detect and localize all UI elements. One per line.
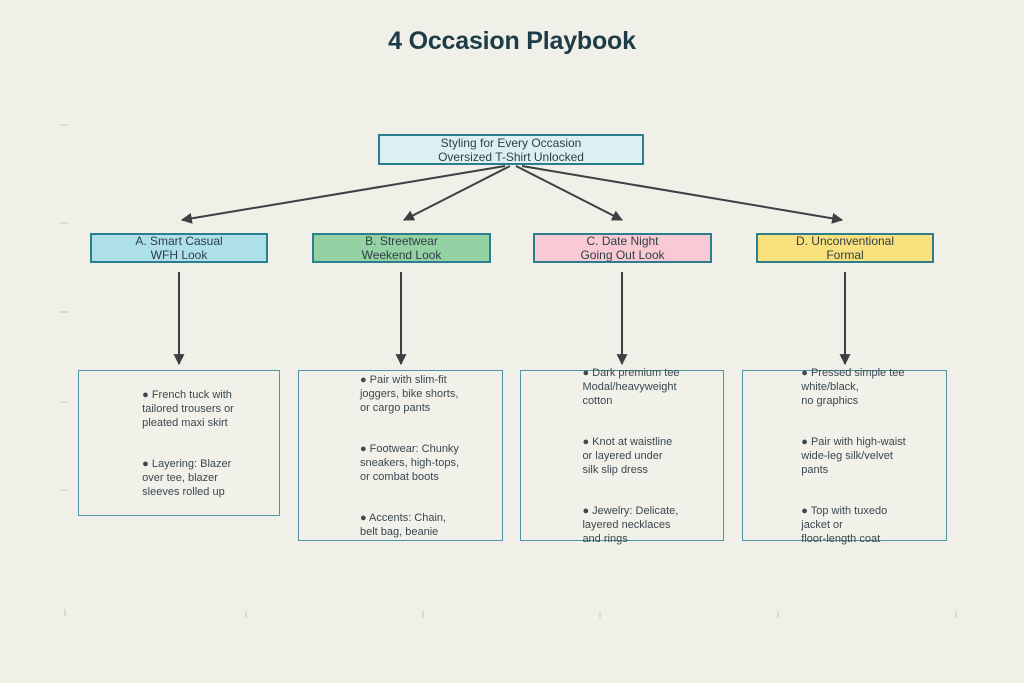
category-node-unconventional-formal[interactable]: D. Unconventional Formal	[756, 233, 934, 263]
category-label-line2: Going Out Look	[580, 248, 665, 262]
root-node-line1: Styling for Every Occasion	[440, 135, 582, 150]
ruler-tick	[60, 222, 68, 224]
bullet-item: ● Knot at waistline or layered under sil…	[582, 435, 673, 476]
ruler-tick	[599, 611, 601, 618]
root-node-line2: Oversized T-Shirt Unlocked	[438, 149, 584, 164]
ruler-tick	[64, 609, 66, 616]
bullet-item: ● French tuck with tailored trousers or …	[142, 388, 234, 429]
category-label-line1: D. Unconventional	[795, 234, 895, 248]
category-node-streetwear[interactable]: B. Streetwear Weekend Look	[312, 233, 491, 263]
detail-text: ● Pair with slim-fit joggers, bike short…	[360, 359, 459, 553]
category-label-line2: WFH Look	[150, 248, 208, 262]
bullet-item: ● Jewelry: Delicate, layered necklaces a…	[582, 504, 679, 545]
root-node[interactable]: Styling for Every Occasion Oversized T-S…	[378, 134, 644, 165]
ruler-tick	[245, 611, 247, 618]
detail-box-streetwear[interactable]: ● Pair with slim-fit joggers, bike short…	[298, 370, 503, 541]
ruler-tick	[60, 489, 68, 491]
arrow-root-to-a	[180, 165, 506, 224]
detail-box-date-night[interactable]: ● Dark premium tee Modal/heavyweight cot…	[520, 367, 724, 545]
detail-box-unconventional-formal[interactable]: ● Pressed simple tee white/black, no gra…	[742, 367, 947, 545]
bullet-item: ● Footwear: Chunky sneakers, high-tops, …	[359, 442, 460, 483]
ruler-tick	[955, 611, 957, 618]
ruler-tick	[60, 124, 68, 126]
bullet-item: ● Dark premium tee Modal/heavyweight cot…	[582, 366, 680, 407]
diagram-title: 4 Occasion Playbook	[388, 27, 636, 55]
category-label-line1: B. Streetwear	[365, 234, 438, 248]
arrow-root-to-b	[403, 165, 511, 221]
category-label-line1: C. Date Night	[586, 234, 659, 248]
detail-text: ● Pressed simple tee white/black, no gra…	[801, 352, 905, 560]
ruler-tick	[60, 401, 68, 403]
ruler-tick	[60, 311, 68, 313]
category-node-date-night[interactable]: C. Date Night Going Out Look	[533, 233, 712, 263]
arrow-root-to-d	[521, 165, 844, 224]
ruler-tick	[422, 611, 424, 618]
bullet-item: ● Pressed simple tee white/black, no gra…	[801, 366, 905, 407]
detail-box-smart-casual[interactable]: ● French tuck with tailored trousers or …	[78, 370, 280, 516]
category-label-line2: Weekend Look	[361, 248, 442, 262]
arrow-root-to-c	[515, 165, 623, 221]
bullet-item: ● Layering: Blazer over tee, blazer slee…	[142, 457, 232, 498]
bullet-item: ● Accents: Chain, belt bag, beanie	[359, 511, 447, 538]
detail-text: ● Dark premium tee Modal/heavyweight cot…	[582, 352, 679, 560]
category-label-line2: Formal	[826, 248, 864, 262]
category-label-line1: A. Smart Casual	[135, 234, 223, 248]
bullet-item: ● Pair with high-waist wide-leg silk/vel…	[801, 435, 906, 476]
detail-text: ● French tuck with tailored trousers or …	[142, 374, 234, 513]
bullet-item: ● Top with tuxedo jacket or floor-length…	[801, 504, 888, 545]
arrow-group	[173, 165, 851, 366]
bullet-item: ● Pair with slim-fit joggers, bike short…	[359, 373, 459, 414]
ruler-tick	[777, 611, 779, 618]
category-node-smart-casual[interactable]: A. Smart Casual WFH Look	[90, 233, 268, 263]
